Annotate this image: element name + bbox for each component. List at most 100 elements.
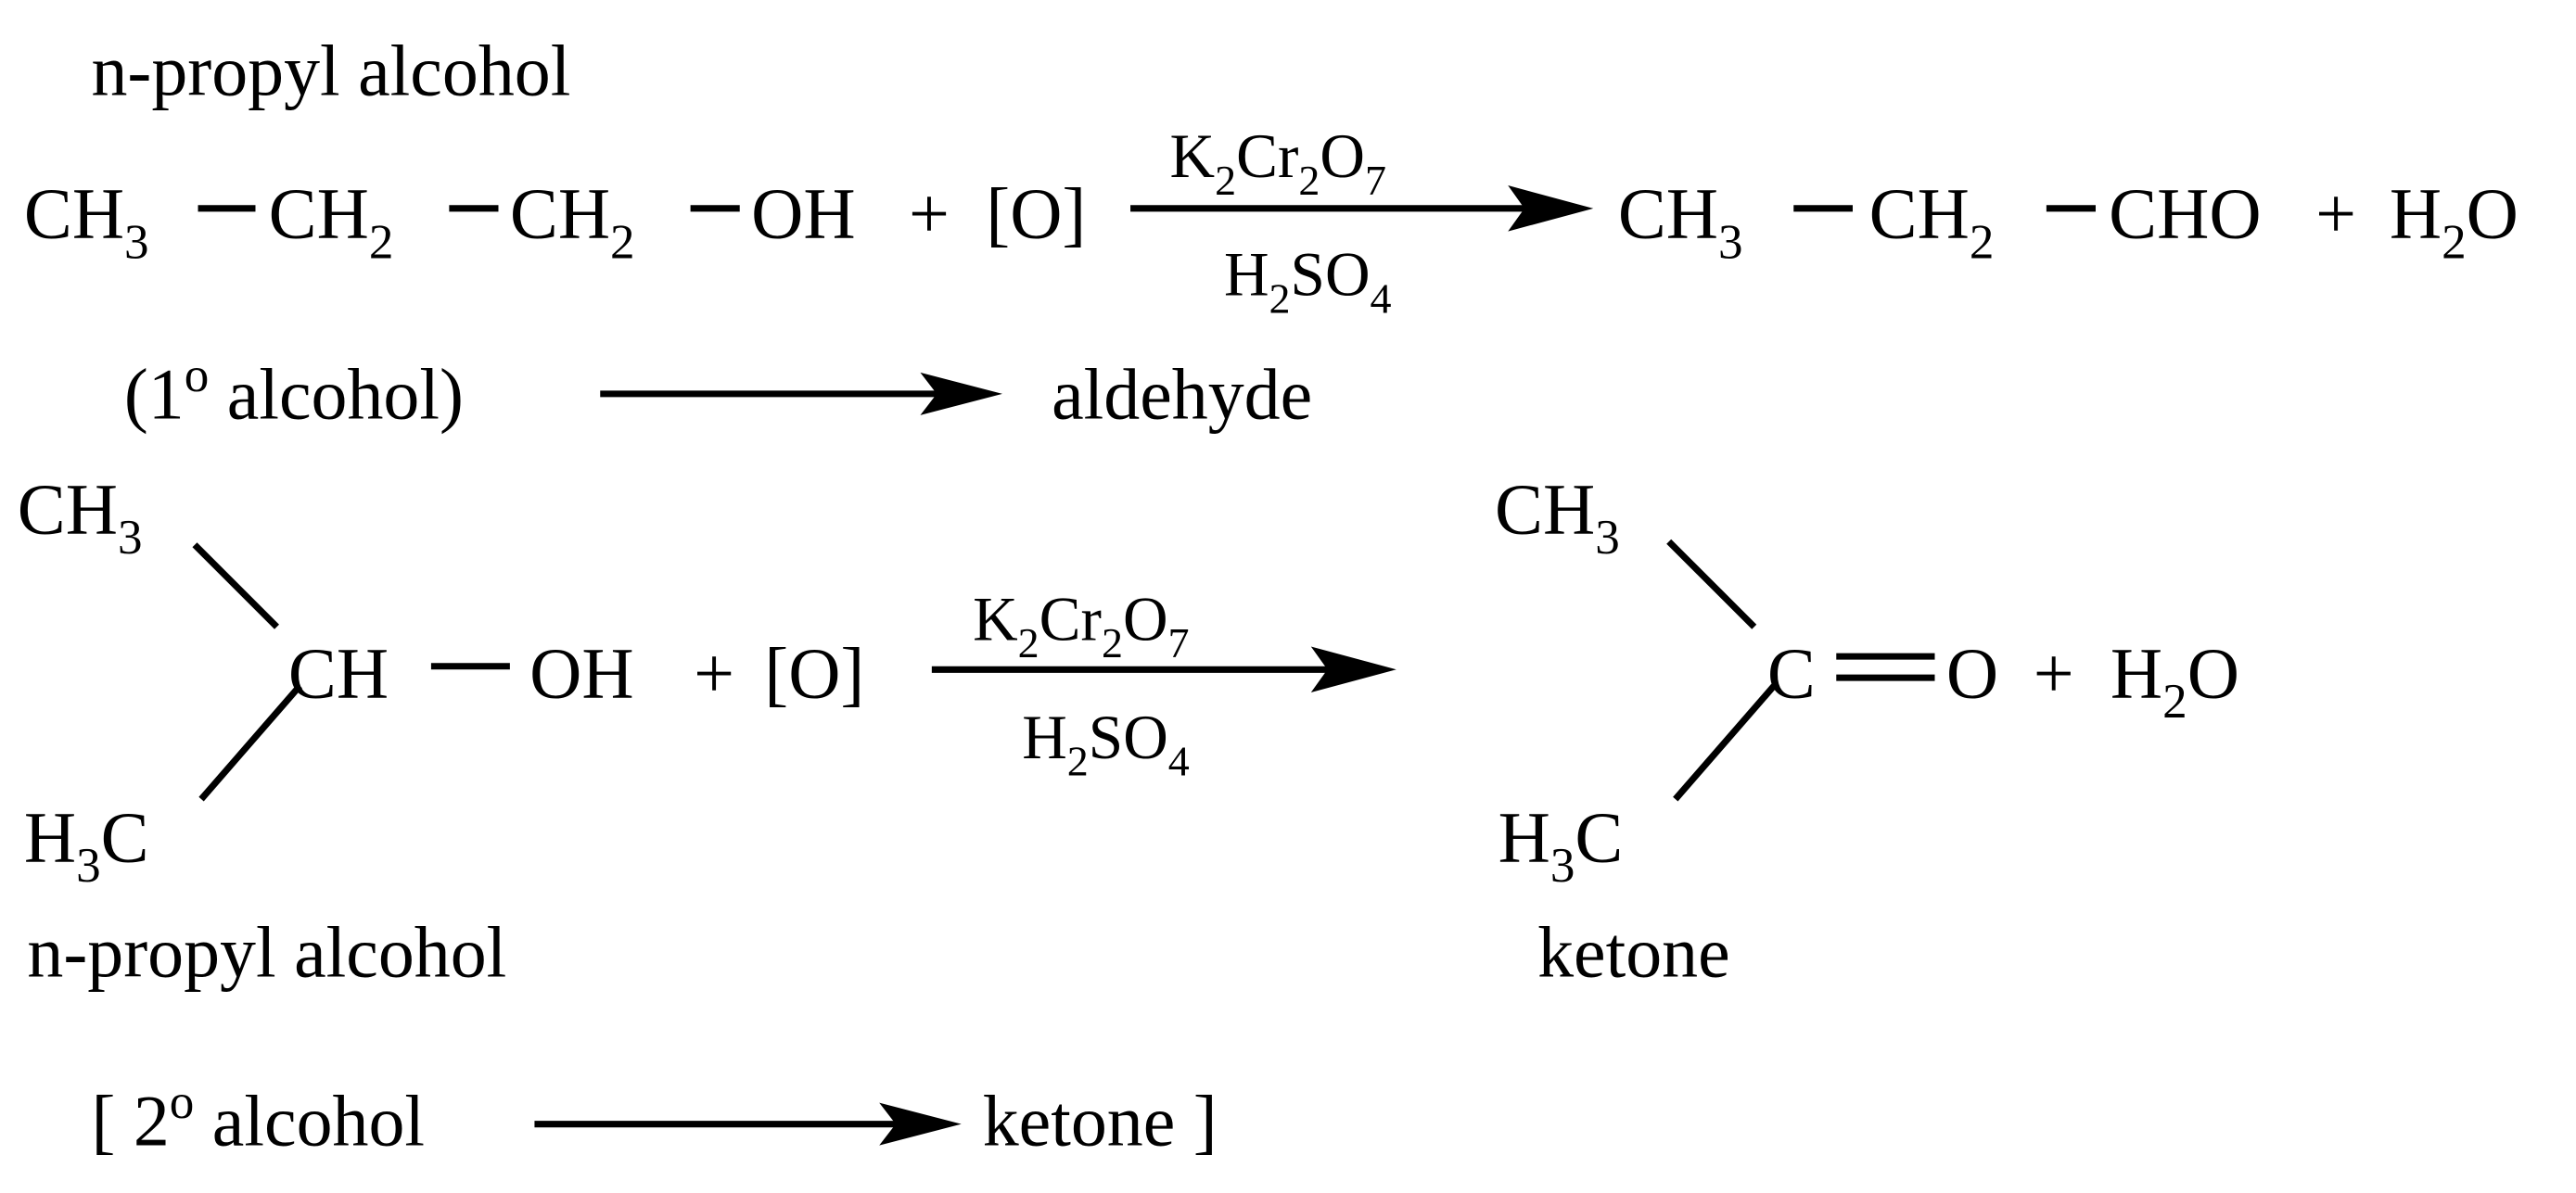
r1-plus: + <box>909 174 950 254</box>
r2-product-h3c-bottom: H3C <box>1498 797 1624 893</box>
r1-oh: OH <box>751 174 855 254</box>
formula-text: C <box>101 797 149 877</box>
subscript: 2 <box>1215 157 1236 204</box>
r2-product-o: O <box>1946 633 1998 713</box>
formula-text: (1 <box>124 354 185 434</box>
subscript: 2 <box>1067 738 1089 785</box>
formula-text: H <box>24 797 76 877</box>
formula-text: H <box>2390 174 2442 254</box>
r1-plus-2: + <box>2315 174 2356 254</box>
r2-reactant-name: n-propyl alcohol <box>27 912 506 992</box>
r2-water: H2O <box>2111 633 2239 729</box>
r2-bond <box>192 542 280 629</box>
formula-text: SO <box>1089 703 1168 772</box>
formula-text: [ 2 <box>91 1082 169 1161</box>
r1-reactant-name: n-propyl alcohol <box>91 32 570 111</box>
formula-text: CH <box>1869 174 1970 254</box>
superscript: o <box>170 1075 195 1129</box>
r2-plus: + <box>694 633 734 713</box>
r2-h3c-bottom: H3C <box>24 797 149 893</box>
subscript: 3 <box>1550 839 1575 893</box>
formula-text: O <box>2467 174 2519 254</box>
formula-text: CH <box>18 469 118 549</box>
r1-ch2-b: CH2 <box>510 174 635 270</box>
subscript: 3 <box>1595 511 1620 565</box>
r1-ch2-a: CH2 <box>269 174 394 270</box>
r1-summary-arrow-head-icon <box>920 372 1002 415</box>
formula-text: SO <box>1291 240 1371 310</box>
subscript: 7 <box>1365 157 1386 204</box>
formula-text: alcohol) <box>209 354 464 434</box>
r1-arrow-head-icon <box>1508 185 1594 232</box>
formula-text: Cr <box>1039 584 1102 654</box>
r2-ch: CH <box>288 633 389 713</box>
subscript: 2 <box>2162 675 2187 729</box>
r1-oxidant: [O] <box>986 174 1086 254</box>
formula-text: H <box>1498 797 1550 877</box>
formula-text: CH <box>269 174 369 254</box>
r2-bond <box>1666 539 1757 629</box>
subscript: 3 <box>76 839 101 893</box>
r2-bond <box>198 683 302 802</box>
formula-text: CH <box>24 174 124 254</box>
subscript: 2 <box>1298 157 1320 204</box>
r1-ch3: CH3 <box>24 174 149 270</box>
r1-reagent-h2so4: H2SO4 <box>1224 240 1392 323</box>
subscript: 2 <box>1018 619 1039 666</box>
r2-summary-right: ketone ] <box>983 1082 1218 1161</box>
formula-text: H <box>1022 703 1067 772</box>
formula-text: OH <box>529 633 633 713</box>
formula-text: O <box>2187 633 2239 713</box>
r1-product-ch2: CH2 <box>1869 174 1995 270</box>
r1-summary-right: aldehyde <box>1052 354 1312 434</box>
r2-product-ch3-top: CH3 <box>1495 469 1620 565</box>
formula-text: CH <box>510 174 610 254</box>
subscript: 2 <box>1269 274 1291 322</box>
subscript: 2 <box>369 216 394 270</box>
formula-text: Cr <box>1236 121 1298 191</box>
formula-text: OH <box>751 174 855 254</box>
formula-text: CH <box>288 633 389 713</box>
formula-text: K <box>973 584 1018 654</box>
formula-text: O <box>1320 121 1365 191</box>
r2-oh: OH <box>529 633 633 713</box>
formula-text: alcohol <box>194 1082 425 1161</box>
subscript: 3 <box>118 511 143 565</box>
formula-text: CHO <box>2109 174 2261 254</box>
r2-reagent-h2so4: H2SO4 <box>1022 703 1190 785</box>
subscript: 2 <box>2442 216 2467 270</box>
formula-text: O <box>1123 584 1168 654</box>
formula-text: H <box>1224 240 1269 310</box>
subscript: 4 <box>1371 274 1392 322</box>
formula-text: CH <box>1495 469 1595 549</box>
r2-reagent-k2cr2o7: K2Cr2O7 <box>973 584 1189 666</box>
superscript: o <box>185 349 210 402</box>
formula-text: CH <box>1618 174 1718 254</box>
r2-product-name: ketone <box>1537 912 1730 992</box>
r1-product-cho: CHO <box>2109 174 2261 254</box>
r1-summary-left: (1o alcohol) <box>124 349 464 435</box>
subscript: 7 <box>1168 619 1190 666</box>
r2-plus-2: + <box>2034 633 2074 713</box>
r2-product-c: C <box>1767 633 1816 713</box>
r2-ch3-top: CH3 <box>18 469 143 565</box>
formula-text: H <box>2111 633 2162 713</box>
r1-product-ch3: CH3 <box>1618 174 1743 270</box>
r2-summary-left: [ 2o alcohol <box>91 1075 425 1161</box>
subscript: 2 <box>610 216 635 270</box>
subscript: 3 <box>1718 216 1743 270</box>
r1-reagent-k2cr2o7: K2Cr2O7 <box>1170 121 1386 204</box>
formula-text: C <box>1575 797 1623 877</box>
subscript: 2 <box>1970 216 1995 270</box>
r2-arrow-head-icon <box>1310 646 1396 693</box>
r2-bond <box>1673 683 1777 802</box>
formula-text: O <box>1946 633 1998 713</box>
subscript: 2 <box>1102 619 1123 666</box>
r2-oxidant: [O] <box>764 633 864 713</box>
subscript: 4 <box>1168 738 1190 785</box>
r1-water: H2O <box>2390 174 2519 270</box>
r2-summary-arrow-head-icon <box>879 1102 962 1146</box>
formula-text: K <box>1170 121 1216 191</box>
formula-text: C <box>1767 633 1816 713</box>
